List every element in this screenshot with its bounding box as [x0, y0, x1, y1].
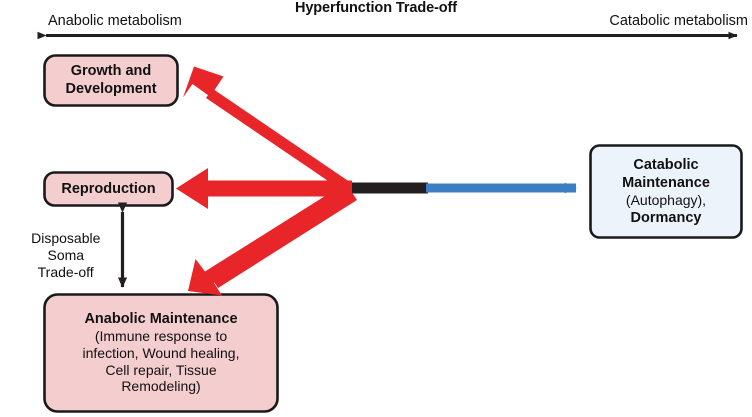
disposable-soma-line-2: Soma: [47, 247, 85, 264]
box-catabolic-maintenance[interactable]: [589, 144, 743, 239]
arrow-to-anabolic: [188, 183, 357, 296]
disposable-soma-line-3: Trade-off: [37, 264, 94, 281]
box-anabolic-maintenance[interactable]: [43, 293, 279, 413]
box-reproduction[interactable]: [43, 171, 174, 207]
disposable-soma-line-1: Disposable: [31, 230, 101, 247]
arrow-to-reproduction: [176, 168, 352, 209]
disposable-soma-label: Disposable Soma Trade-off: [2, 213, 114, 298]
axis-label-left: Anabolic metabolism: [48, 13, 182, 29]
box-growth-and-development[interactable]: [43, 54, 179, 107]
arrow-to-growth: [183, 66, 352, 193]
axis-label-right: Catabolic metabolism: [609, 13, 748, 29]
page-title: Hyperfunction Trade-off: [294, 0, 458, 16]
